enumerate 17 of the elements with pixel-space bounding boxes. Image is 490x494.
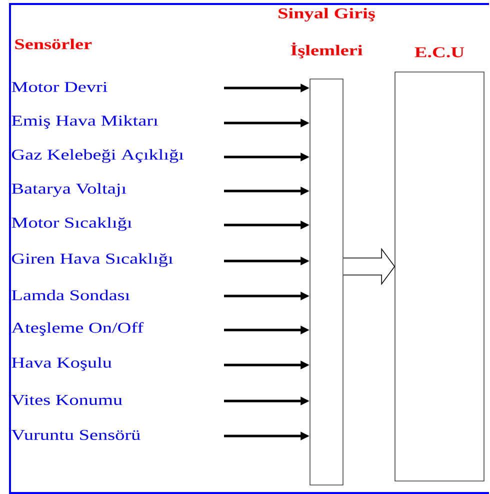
sensor-label: Ateşleme On/Off [11,322,144,336]
sensor-label: Motor Devri [12,82,108,92]
sensor-label: Lamda Sondası [12,290,130,300]
sensor-label: Vites Konumu [11,394,122,406]
block-box: Sinyal Giriş İşlemleri [278,8,375,486]
sensor-label: Hava Koşulu [12,357,112,371]
sensor-label: Giren Hava Sıcaklığı [12,253,173,267]
block-arrow [343,248,396,286]
column-heading: Sensörler [15,38,92,50]
node-label: Sinyal Giriş İşlemleri [278,8,375,58]
block-box: E.C.U [394,47,484,482]
sensor-label: Motor Sıcaklığı [12,217,132,231]
node-label: E.C.U [414,47,464,58]
sensor-label: Gaz Kelebeği Açıklığı [12,149,184,163]
sensor-label: Batarya Voltajı [12,183,126,197]
sensor-label: Vuruntu Sensörü [11,430,140,440]
sensor-label: Emiş Hava Miktarı [12,115,158,129]
